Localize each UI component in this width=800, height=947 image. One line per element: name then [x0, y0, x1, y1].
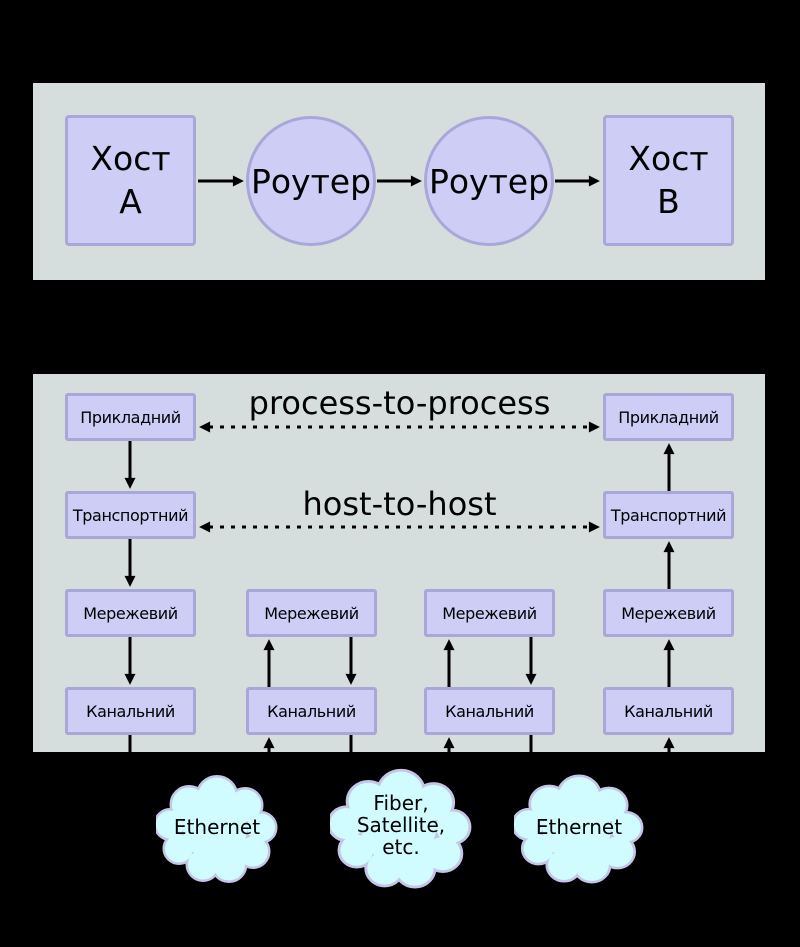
layer-box-application: Прикладний: [603, 393, 734, 441]
annotation-process-to-process: process-to-process: [248, 384, 551, 422]
layer-stack-panel: process-to-process host-to-host Прикладн…: [33, 374, 765, 752]
node-label: Роутер: [250, 161, 372, 201]
layer-box-network: Мережевий: [246, 589, 377, 637]
cloud-shape: [514, 774, 644, 884]
cloud-shape: [330, 768, 472, 889]
node-label: A: [119, 181, 142, 221]
node-label: B: [657, 181, 680, 221]
layer-box-network: Мережевий: [65, 589, 196, 637]
node-host-a: Хост A: [65, 115, 196, 246]
node-host-b: Хост B: [603, 115, 734, 246]
network-path-panel: Хост A Роутер Роутер Хост B: [33, 83, 765, 280]
physical-media: Ethernet Fiber, Satellite, etc.: [0, 752, 800, 947]
layer-box-network: Мережевий: [603, 589, 734, 637]
node-router-1: Роутер: [246, 116, 376, 246]
layer-box-application: Прикладний: [65, 393, 196, 441]
layer-box-network: Мережевий: [424, 589, 555, 637]
layer-box-datalink: Канальний: [246, 687, 377, 735]
node-label: Хост: [628, 139, 709, 179]
node-label: Хост: [90, 139, 171, 179]
node-router-2: Роутер: [424, 116, 554, 246]
cloud-shape: [156, 775, 278, 883]
flow-arrows: [198, 175, 600, 187]
layer-arrows: [124, 421, 675, 752]
layer-box-datalink: Канальний: [603, 687, 734, 735]
cloud-body: [330, 771, 469, 886]
node-label: Роутер: [428, 161, 550, 201]
cloud-body: [514, 777, 641, 881]
layer-box-datalink: Канальний: [424, 687, 555, 735]
annotation-host-to-host: host-to-host: [302, 485, 497, 523]
layer-box-transport: Транспортний: [65, 491, 196, 539]
layer-box-transport: Транспортний: [603, 491, 734, 539]
cloud-body: [156, 777, 275, 881]
layer-box-datalink: Канальний: [65, 687, 196, 735]
